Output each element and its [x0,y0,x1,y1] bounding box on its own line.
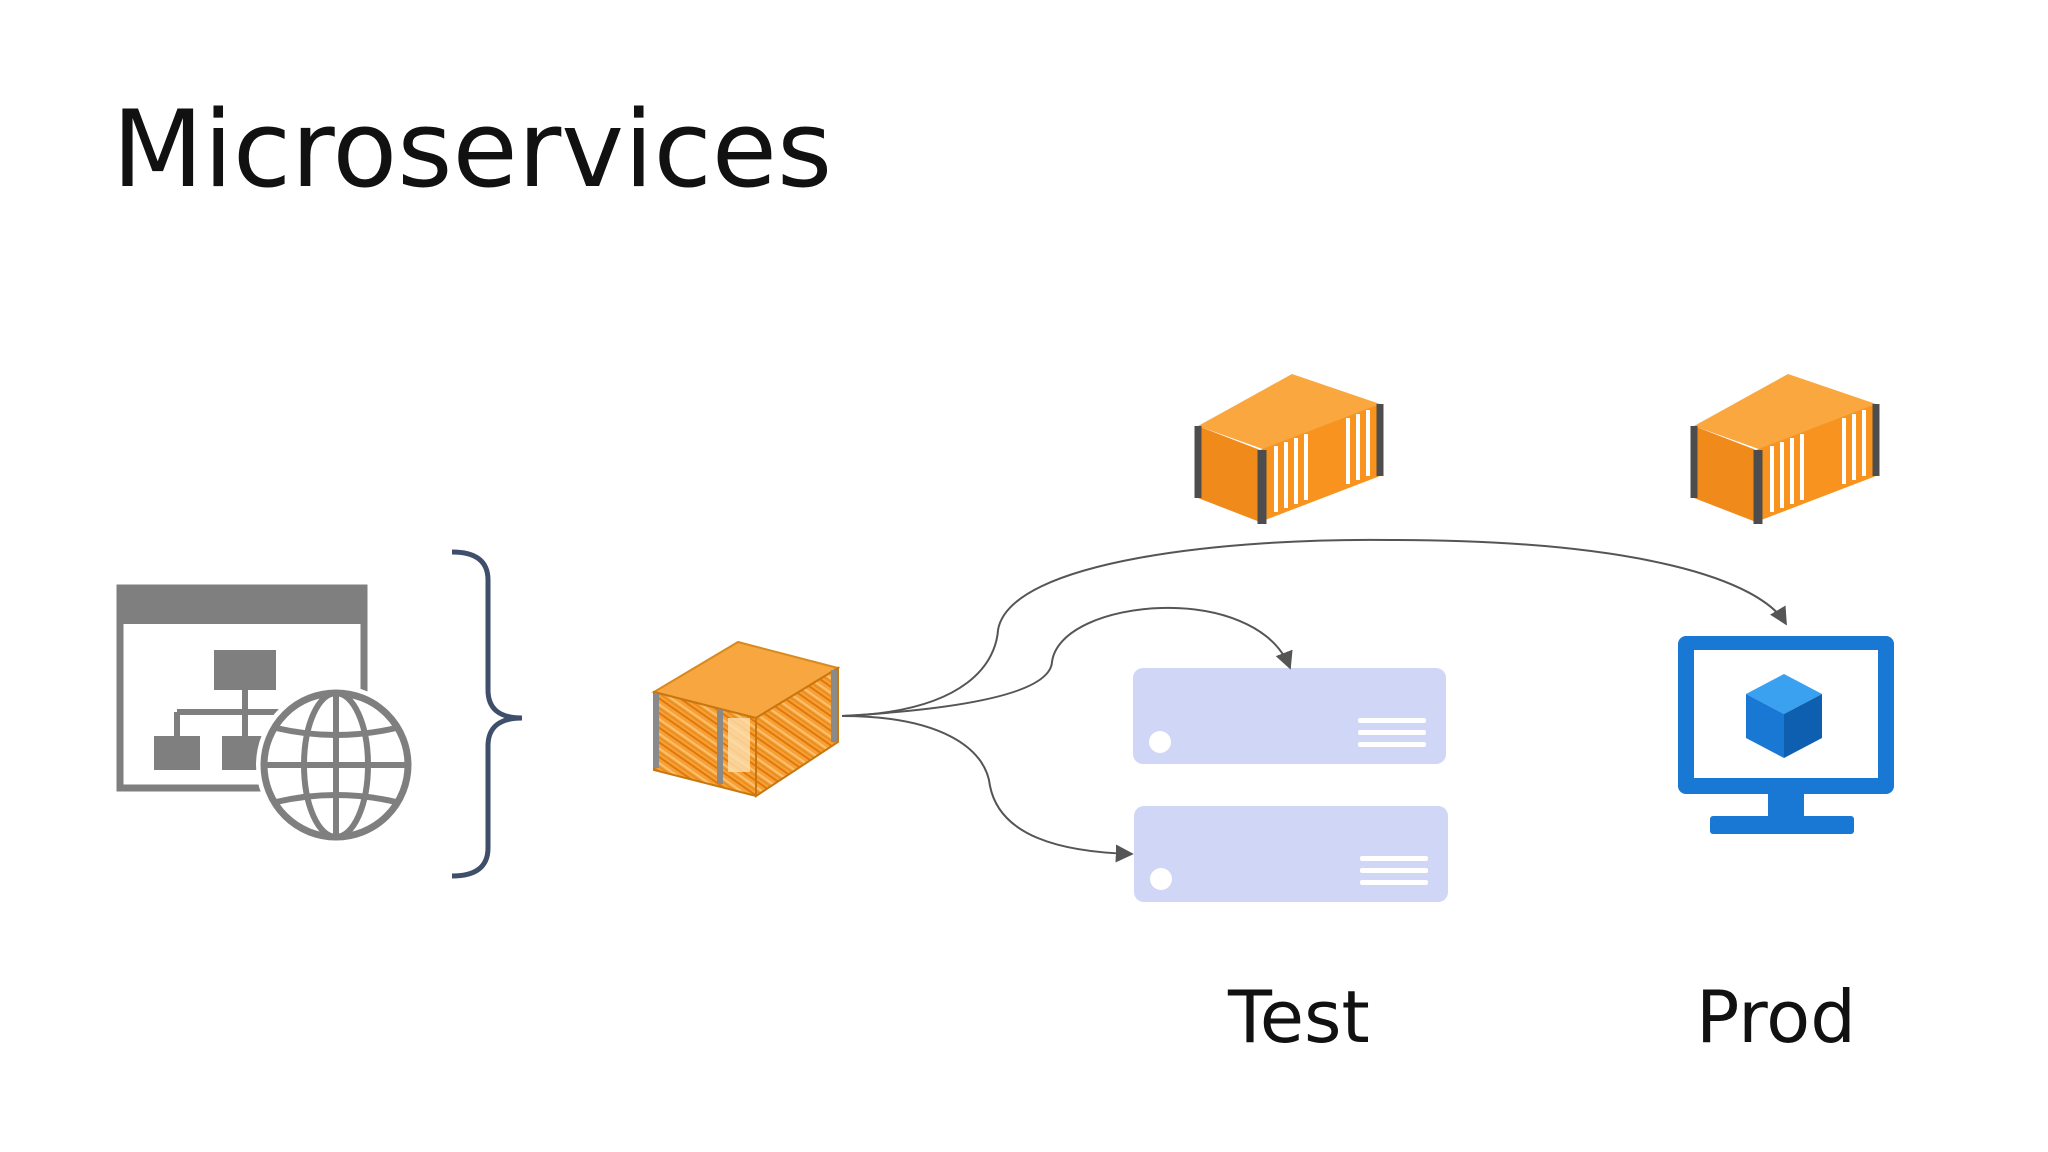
deployment-arrows [841,538,1787,863]
arrow-to-test-top [841,606,1293,717]
arrow-to-prod [841,538,1787,717]
prod-container-icon [1690,374,1880,524]
sketch-container-icon [651,640,841,798]
arrow-to-test-bottom [841,715,1134,863]
test-container-icon [1194,374,1384,524]
curly-bracket [451,549,523,879]
web-app-architecture-icon [116,584,368,792]
prod-environment-label: Prod [1696,975,1856,1059]
test-environment-label: Test [1228,975,1370,1059]
virtual-machine-monitor-icon [1678,636,1894,834]
test-server-top [1133,668,1446,764]
test-server-bottom [1134,806,1448,902]
globe-icon [256,685,416,845]
slide-title: Microservices [112,88,833,211]
